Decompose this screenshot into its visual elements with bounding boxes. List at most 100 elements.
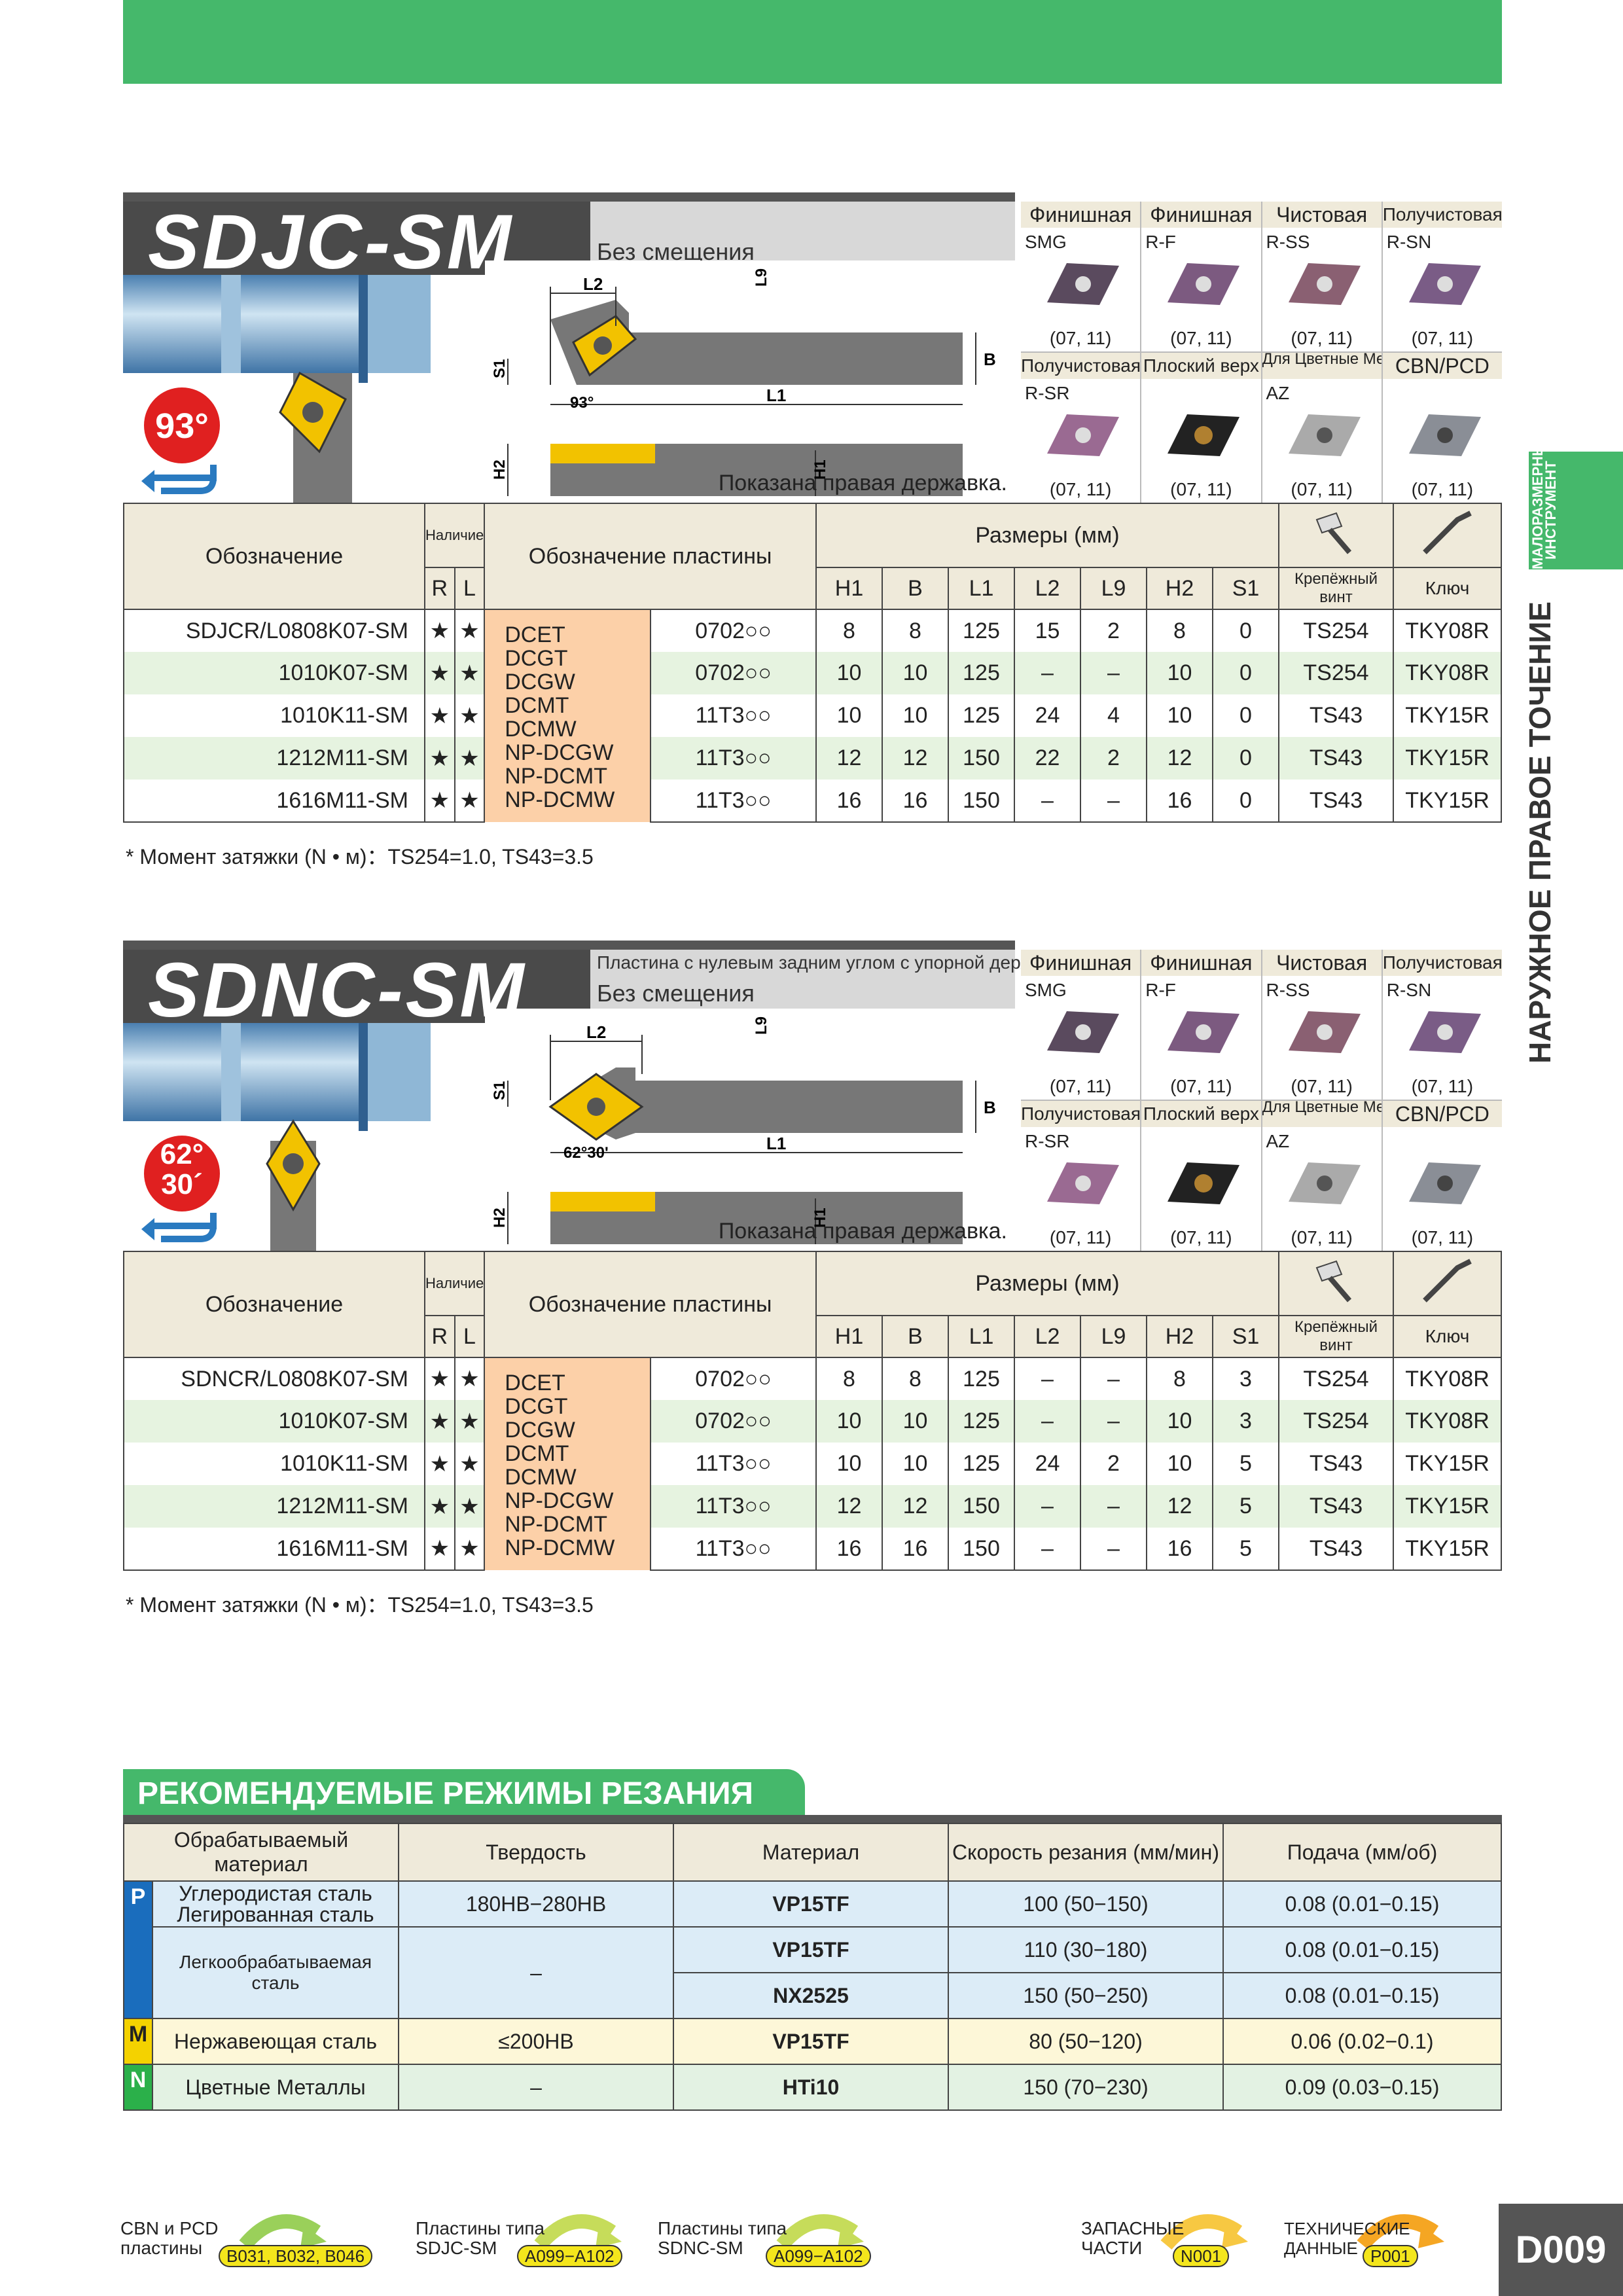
section-title-box: SDNC-SM bbox=[123, 947, 590, 1033]
sidebar-small-label: МАЛОРАЗМЕРНЫЙ ИНСТРУМЕНТ bbox=[1529, 431, 1559, 569]
nav-sdjc-inserts[interactable]: Пластины типа SDJC-SM A099−A102 bbox=[416, 2206, 645, 2271]
insert-image bbox=[1408, 1011, 1481, 1053]
insert-image bbox=[1288, 263, 1361, 305]
footnote: * Момент затяжки (N • м)：TS254=1.0, TS43… bbox=[126, 1593, 594, 1617]
insert-image bbox=[1047, 1162, 1119, 1204]
nav-link[interactable]: B031, B032, B046 bbox=[219, 2245, 373, 2267]
table-row: M Нержавеющая сталь ≤200HB VP15TF 80 (50… bbox=[123, 2018, 1502, 2065]
col-insert: Обозначение пластины bbox=[484, 503, 817, 610]
insert-image bbox=[1168, 263, 1240, 305]
section-sdnc: SDNC-SM Пластина с нулевым задним углом … bbox=[123, 941, 1502, 1628]
insert-image bbox=[1408, 263, 1481, 305]
insert-image bbox=[1047, 263, 1119, 305]
section-title: SDJC-SM bbox=[148, 199, 514, 285]
spec-table-sdnc: Обозначение Наличие Обозначение пластины… bbox=[123, 1251, 1502, 1571]
insert-image bbox=[1288, 1162, 1361, 1204]
col-avail: Наличие bbox=[423, 503, 486, 568]
page-number: D009 bbox=[1499, 2204, 1623, 2296]
key-icon bbox=[1393, 503, 1502, 568]
col-dims: Размеры (мм) bbox=[815, 1251, 1279, 1316]
col-insert: Обозначение пластины bbox=[484, 1251, 817, 1358]
insert-image bbox=[1288, 1011, 1361, 1053]
screw-icon bbox=[1278, 503, 1394, 568]
col-designation: Обозначение bbox=[123, 503, 425, 610]
svg-text:H2: H2 bbox=[491, 1208, 508, 1228]
nav-technical-data[interactable]: ТЕХНИЧЕСКИЕ ДАННЫЕ P001 bbox=[1284, 2206, 1480, 2271]
svg-text:H1: H1 bbox=[812, 1208, 829, 1228]
insert-image bbox=[1047, 414, 1119, 456]
svg-text:93°: 93° bbox=[570, 394, 594, 412]
insert-image bbox=[1168, 1011, 1240, 1053]
shown-right-note: Показана правая державка. bbox=[718, 471, 1007, 495]
insert-image bbox=[1408, 414, 1481, 456]
tool-illustration: 93° bbox=[123, 275, 485, 503]
insert-image bbox=[1408, 1162, 1481, 1204]
screw-icon bbox=[1278, 1251, 1394, 1316]
spec-table-sdjc: Обозначение Наличие Обозначение пластины… bbox=[123, 503, 1502, 823]
svg-text:L1: L1 bbox=[766, 1134, 786, 1153]
svg-text:S1: S1 bbox=[491, 1081, 508, 1100]
svg-text:L2: L2 bbox=[583, 274, 603, 294]
nav-cbn-pcd[interactable]: CBN и PCD пластины B031, B032, B046 bbox=[120, 2206, 395, 2271]
cutting-title: РЕКОМЕНДУЕМЫЕ РЕЖИМЫ РЕЗАНИЯ bbox=[137, 1776, 753, 1811]
svg-text:B: B bbox=[984, 1098, 996, 1117]
cutting-title-box: РЕКОМЕНДУЕМЫЕ РЕЖИМЫ РЕЗАНИЯ bbox=[123, 1769, 805, 1815]
cutting-table: Обрабатываемый материал Твердость Матери… bbox=[123, 1823, 1502, 2111]
offset-label: Без смещения bbox=[597, 980, 755, 1007]
tool-illustration: 62°30´ bbox=[123, 1023, 485, 1251]
nav-spare-parts[interactable]: ЗАПАСНЫЕ ЧАСТИ N001 bbox=[1081, 2206, 1264, 2271]
sidebar-tab bbox=[1529, 452, 1623, 569]
table-row: Легкообрабатываемая сталь – VP15TF 110 (… bbox=[124, 1926, 1502, 2019]
insert-image bbox=[1047, 1011, 1119, 1053]
insert-image bbox=[1168, 414, 1240, 456]
approach-angle: 93° bbox=[155, 406, 209, 446]
insert-cell: Для Цветные МеталлыAZ(07, 11) bbox=[1262, 1101, 1382, 1251]
nav-link[interactable]: A099−A102 bbox=[766, 2245, 871, 2267]
dimension-drawing: L2 L1 B 62°30' S1 H2 H1 L9 Показана прав… bbox=[485, 1009, 1015, 1251]
svg-text:L9: L9 bbox=[753, 268, 770, 287]
insert-cell: CBN/PCD(07, 11) bbox=[1382, 1101, 1502, 1251]
svg-text:L1: L1 bbox=[766, 386, 786, 405]
sidebar-main-label: НАРУЖНОЕ ПРАВОЕ ТОЧЕНИЕ bbox=[1523, 601, 1557, 1064]
table-row: N Цветные Металлы – HTi10 150 (70−230) 0… bbox=[123, 2064, 1502, 2111]
nav-link[interactable]: A099−A102 bbox=[517, 2245, 622, 2267]
key-icon bbox=[1393, 1251, 1502, 1316]
offset-box: Без смещения bbox=[590, 202, 1015, 265]
footnote: * Момент затяжки (N • м)：TS254=1.0, TS43… bbox=[126, 845, 594, 869]
insert-cell: CBN/PCD(07, 11) bbox=[1382, 353, 1502, 503]
svg-text:L9: L9 bbox=[753, 1016, 770, 1035]
col-dims: Размеры (мм) bbox=[815, 503, 1279, 568]
svg-text:L2: L2 bbox=[586, 1022, 606, 1042]
col-designation: Обозначение bbox=[123, 1251, 425, 1358]
nav-link[interactable]: N001 bbox=[1173, 2245, 1230, 2267]
section-title-box: SDJC-SM bbox=[123, 199, 590, 285]
insert-cell: Плоский верх(07, 11) bbox=[1141, 1101, 1261, 1251]
nav-link[interactable]: P001 bbox=[1363, 2245, 1418, 2267]
svg-text:S1: S1 bbox=[491, 359, 508, 378]
svg-text:H2: H2 bbox=[491, 459, 508, 480]
nav-sdnc-inserts[interactable]: Пластины типа SDNC-SM A099−A102 bbox=[658, 2206, 887, 2271]
top-green-bar bbox=[123, 0, 1502, 84]
section-title: SDNC-SM bbox=[148, 947, 527, 1033]
